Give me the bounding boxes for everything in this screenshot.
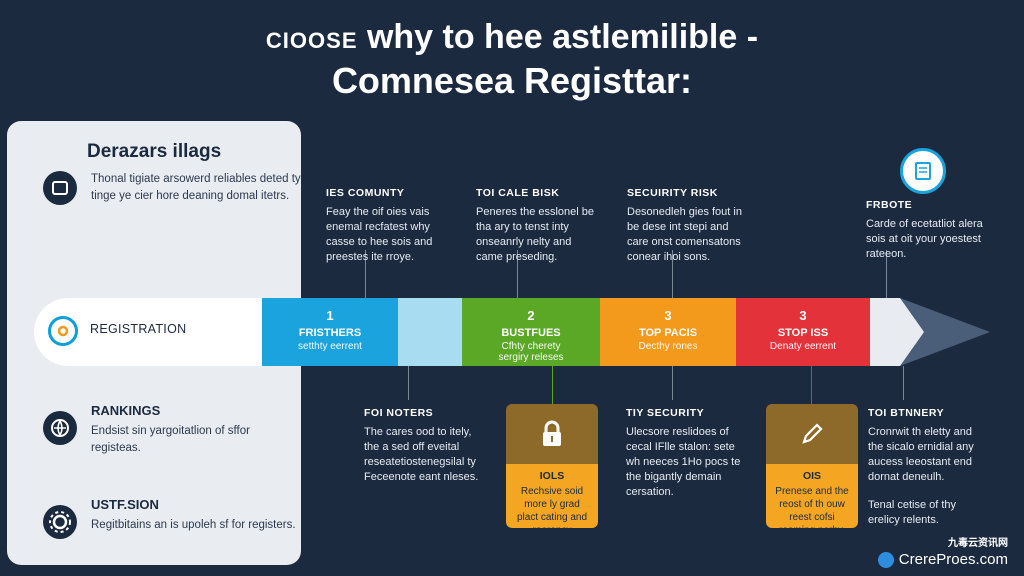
panel-item-2-text: Endsist sin yargoitatlion of sffor regis…	[91, 425, 250, 454]
segment-2: 2 BUSTFUES Cfhty cherety sergiry releses	[462, 298, 600, 366]
segment-1-num: 1	[326, 308, 334, 323]
connector-4-bottom	[811, 366, 812, 404]
connector-2-bottom	[552, 366, 553, 404]
arrow-head-icon	[900, 298, 990, 366]
connector-2-top	[517, 250, 518, 298]
card-1-text: Rechsive soid more ly grad plact cating …	[516, 486, 588, 536]
segment-1: 1 FRISTHERS setthty eerrent	[262, 298, 398, 366]
globe-icon	[43, 411, 77, 445]
top-column-3-text: Desonedleh gies fout in be dese int step…	[627, 206, 742, 263]
connector-3-top	[672, 250, 673, 298]
lock-icon	[506, 404, 598, 464]
bottom-note: Tenal cetise of thy erelicy relents.	[868, 499, 957, 526]
panel-item-3: USTF.SION Regitbitains an is upoleh sf f…	[43, 497, 296, 557]
watermark-text: CrereProes.com	[898, 551, 1008, 568]
segment-2-sub: Cfhty cherety	[501, 341, 561, 352]
card-2: OIS Prenese and the reost of th ouw rees…	[766, 404, 858, 536]
panel-item-1-text: Thonal tigiate arsowerd reliables deted …	[91, 173, 301, 202]
watermark: 九毒云资讯网 CrereProes.com	[877, 534, 1008, 568]
segment-2-num: 2	[527, 308, 535, 323]
panel-item-3-text: Regitbitains an is upoleh sf for registe…	[91, 519, 296, 531]
card-2-head: OIS	[802, 470, 822, 482]
connector-5-bottom	[903, 366, 904, 400]
top-column-2-head: TOI CALE BISK	[476, 187, 560, 199]
segment-3-label: TOP PACIS	[638, 327, 698, 339]
bottom-column-1-text: The cares ood to itely, the a sed off ev…	[364, 426, 479, 483]
top-column-2: TOI CALE BISK Peneres the esslonel be th…	[476, 186, 601, 265]
top-column-4-head: FRBOTE	[866, 199, 913, 211]
panel-title: Derazars illags	[87, 141, 222, 162]
segment-4-sub: Denaty eerrent	[769, 341, 837, 352]
card-2-body: OIS Prenese and the reost of th ouw rees…	[766, 464, 858, 536]
watermark-main: CrereProes.com	[877, 551, 1008, 568]
top-column-1: IES COMUNTY Feay the oif oies vais enema…	[326, 186, 451, 265]
segment-3-sub: Decthy rones	[638, 341, 698, 352]
watermark-cn: 九毒云资讯网	[948, 538, 1008, 549]
registration-label: REGISTRATION	[90, 322, 187, 336]
connector-1-top	[365, 250, 366, 298]
title-main: why to hee astlemilible -	[366, 18, 759, 56]
top-column-1-head: IES COMUNTY	[326, 187, 405, 199]
top-column-4-text: Carde of ecetatliot alera sois at oit yo…	[866, 218, 983, 260]
card-1: IOLS Rechsive soid more ly grad plact ca…	[506, 404, 598, 536]
segment-end	[870, 298, 900, 366]
bottom-column-2-text: Ulecsore reslidoes of cecal IFlle stalon…	[626, 426, 741, 498]
segment-4-label: STOP ISS	[777, 327, 829, 339]
top-column-3: SECUIRITY RISK Desonedleh gies fout in b…	[627, 186, 752, 265]
connector-4-top	[886, 250, 887, 298]
top-column-4: FRBOTE Carde of ecetatliot alera sois at…	[866, 198, 986, 262]
segment-2-label: BUSTFUES	[501, 327, 561, 339]
segment-1-tail	[398, 298, 462, 366]
search-document-icon	[900, 148, 946, 194]
title-line-2: Comnesea Registtar:	[331, 60, 693, 101]
gear-icon	[43, 505, 77, 539]
top-column-1-text: Feay the oif oies vais enemal recfatest …	[326, 206, 433, 263]
watermark-logo-icon	[877, 551, 894, 568]
top-column-2-text: Peneres the esslonel be tha ary to tenst…	[476, 206, 595, 263]
bottom-column-3-head: TOI BTNNERY	[868, 407, 945, 419]
segment-4: 3 STOP ISS Denaty eerrent	[736, 298, 870, 366]
connector-3-bottom	[672, 366, 673, 400]
segment-2-sub2: sergiry releses	[498, 352, 564, 363]
top-column-3-head: SECUIRITY RISK	[627, 187, 718, 199]
segment-1-label: FRISTHERS	[298, 327, 362, 339]
card-1-body: IOLS Rechsive soid more ly grad plact ca…	[506, 464, 598, 536]
title-line-1: CIOOSE why to hee astlemilible -	[0, 18, 1024, 57]
panel-item-2-head: RANKINGS	[91, 403, 161, 418]
segment-3-num: 3	[664, 308, 672, 323]
bottom-column-2: TIY SECURITY Ulecsore reslidoes of cecal…	[626, 406, 744, 500]
bottom-column-2-head: TIY SECURITY	[626, 407, 705, 419]
segment-3: 3 TOP PACIS Decthy rones	[600, 298, 736, 366]
pencil-icon	[766, 404, 858, 464]
segment-1-sub: setthty eerrent	[298, 341, 362, 352]
connector-1-bottom	[408, 366, 409, 400]
panel-item-3-head: USTF.SION	[91, 497, 159, 512]
bottom-column-1-head: FOI NOTERS	[364, 407, 434, 419]
bottom-column-1: FOI NOTERS The cares ood to itely, the a…	[364, 406, 482, 485]
segment-4-num: 3	[799, 308, 807, 323]
title-small: CIOOSE	[265, 28, 358, 53]
bottom-column-3-text: Cronrwit th eletty and the sicalo ernidi…	[868, 426, 974, 483]
panel-item-2: RANKINGS Endsist sin yargoitatlion of sf…	[43, 403, 293, 463]
card-1-head: IOLS	[539, 470, 565, 482]
card-2-text: Prenese and the reost of th ouw reest co…	[775, 486, 849, 536]
registration-icon	[48, 316, 78, 346]
bottom-column-3: TOI BTNNERY Cronrwit th eletty and the s…	[868, 406, 988, 485]
document-icon	[43, 171, 77, 205]
panel-item-1: Thonal tigiate arsowerd reliables deted …	[43, 171, 301, 231]
